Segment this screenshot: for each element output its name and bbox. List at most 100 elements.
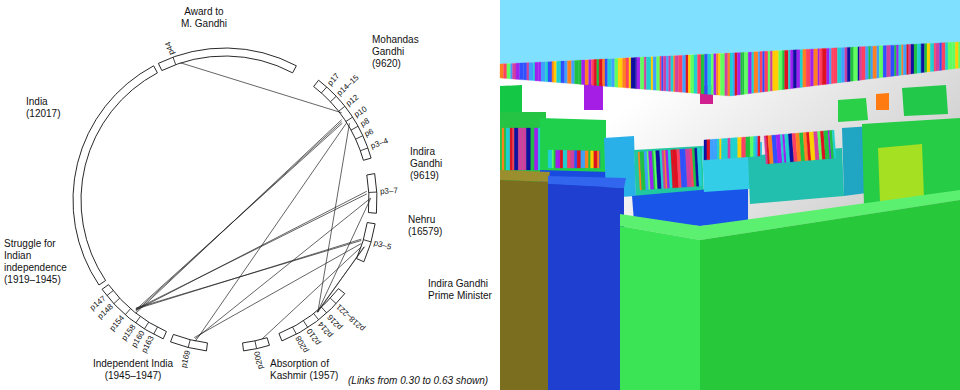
render-stripe	[538, 128, 540, 170]
render-stripe	[940, 43, 942, 71]
arc-segment: India (12017)	[80, 143, 92, 155]
render-block	[500, 170, 550, 182]
page-tick	[321, 87, 326, 93]
render-stripe	[722, 139, 724, 159]
render-stripe	[651, 57, 653, 90]
render-stripe	[758, 136, 760, 156]
render-stripe	[810, 49, 813, 86]
render-stripe	[854, 47, 858, 81]
render-stripe	[589, 60, 592, 86]
render-stripe	[675, 55, 679, 92]
render-stripe	[637, 57, 640, 89]
arc-segment: Indira Gandhi (9619)	[367, 186, 379, 198]
render-stripe	[820, 49, 823, 86]
page-tick	[303, 321, 307, 328]
render-stripe	[837, 48, 841, 83]
arc-segment: Independent India (1945–1947)	[183, 338, 195, 350]
render-stripe	[599, 59, 603, 86]
render-stripe	[548, 150, 552, 168]
render-block	[500, 180, 548, 390]
render-stripe	[629, 58, 631, 89]
render-stripe	[887, 45, 891, 77]
render-stripe	[818, 49, 820, 86]
render-stripe	[909, 44, 911, 74]
ring-arc	[243, 338, 270, 351]
render-block	[838, 98, 868, 122]
render-stripe	[829, 48, 831, 84]
render-stripe	[663, 56, 666, 91]
render-stripe	[894, 45, 896, 76]
link-line	[180, 63, 341, 113]
render-stripe	[591, 151, 594, 168]
page-tick	[360, 148, 368, 151]
render-scene	[500, 0, 960, 390]
render-stripe	[730, 53, 733, 96]
render-stripe	[615, 58, 618, 87]
render-stripe	[773, 51, 775, 91]
render-stripe	[741, 52, 743, 94]
page-tick	[173, 57, 176, 65]
render-stripe	[779, 51, 783, 91]
render-stripe	[797, 50, 800, 88]
render-stripe	[955, 42, 958, 68]
render-stripe	[862, 47, 866, 80]
render-stripe	[793, 50, 797, 88]
render-stripe	[746, 137, 750, 157]
render-block	[876, 93, 889, 110]
render-stripe	[605, 59, 608, 87]
render-stripe	[705, 54, 708, 94]
render-stripe	[822, 48, 826, 84]
render-stripe	[733, 53, 735, 96]
page-tick	[114, 298, 120, 303]
ring-arc	[73, 66, 157, 285]
render-stripe	[674, 56, 676, 92]
render-stripe	[737, 52, 740, 95]
render-stripe	[720, 53, 724, 95]
render-stripe	[503, 64, 506, 79]
render-stripe	[758, 52, 760, 93]
render-stripe	[728, 53, 730, 96]
link-line	[317, 247, 365, 312]
render-stripe	[831, 48, 833, 84]
render-block	[902, 85, 948, 116]
render-stripe	[571, 150, 575, 168]
render-stripe	[554, 61, 557, 82]
render-stripe	[612, 59, 615, 87]
render-stripe	[575, 60, 579, 84]
link-line	[136, 120, 342, 314]
page-number: p44	[163, 40, 176, 56]
render-stripe	[694, 55, 698, 94]
render-stripe	[552, 150, 554, 168]
ring-arc	[357, 223, 376, 262]
render-stripe	[594, 151, 597, 168]
render-stripe	[725, 53, 728, 96]
render-stripe	[594, 59, 597, 85]
render-stripe	[790, 50, 793, 89]
render-stripe	[707, 140, 710, 160]
render-stripe	[891, 45, 895, 76]
arc-segment: Nehru (16579)	[361, 235, 373, 247]
render-stripe	[510, 128, 512, 170]
render-stripe	[660, 56, 662, 90]
render-stripe	[513, 128, 515, 170]
render-stripe	[883, 46, 887, 78]
render-stripe	[714, 54, 717, 95]
render-stripe	[896, 45, 898, 76]
link-line	[136, 122, 342, 312]
render-stripe	[717, 139, 720, 159]
page-number: p3–7	[380, 186, 398, 196]
render-stripe	[782, 50, 784, 89]
render-stripe	[847, 47, 850, 81]
render-stripe	[719, 53, 721, 95]
render-stripe	[527, 63, 529, 81]
link-line	[195, 123, 346, 341]
render-stripe	[914, 44, 917, 74]
render-stripe	[698, 54, 701, 93]
render-stripe	[608, 59, 612, 87]
page-tick	[125, 309, 130, 315]
render-stripe	[520, 63, 524, 80]
render-stripe	[704, 140, 707, 160]
render-stripe	[572, 60, 575, 83]
ring-arc	[367, 174, 377, 214]
